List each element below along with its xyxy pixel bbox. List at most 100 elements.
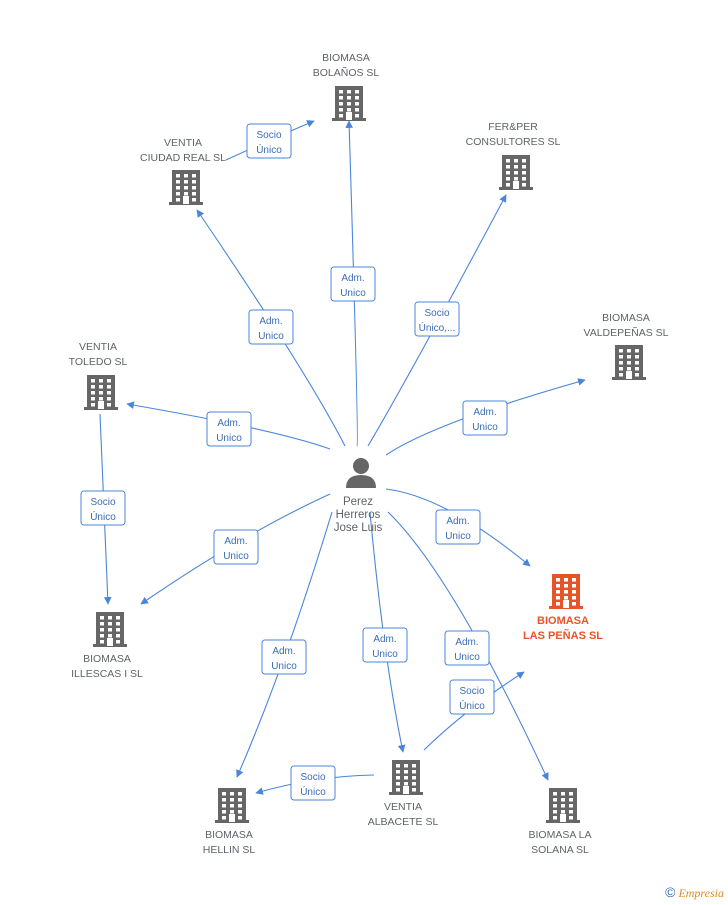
edge-label-box xyxy=(362,627,408,663)
edge-label-person-albacete[interactable]: Adm.Unico xyxy=(362,627,408,663)
person-icon[interactable] xyxy=(346,458,376,488)
edge-label-box xyxy=(330,266,376,302)
edge-person-ciudad xyxy=(196,209,346,447)
edge-labels-layer: Adm.UnicoAdm.UnicoSocioÚnico,...Adm.Unic… xyxy=(80,123,508,801)
edge-label-box xyxy=(80,490,126,526)
person-name[interactable]: Herreros xyxy=(336,509,381,521)
edge-person-bolanos xyxy=(345,120,358,447)
company-name-solana[interactable]: SOLANA SL xyxy=(531,844,589,856)
edge-label-text: Unico xyxy=(340,288,366,299)
edge-label-text: Único xyxy=(90,510,116,523)
edge-label-box xyxy=(248,309,294,345)
edge-person-toledo xyxy=(126,401,331,450)
building-icon-valdepenas[interactable] xyxy=(612,345,646,380)
company-name-ferper[interactable]: FER&PER xyxy=(488,121,538,133)
edge-label-text: Socio xyxy=(90,497,115,508)
edge-label-text: Único xyxy=(256,143,282,156)
edge-label-person-solana[interactable]: Adm. Unico xyxy=(444,630,490,666)
company-name-albacete[interactable]: VENTIA xyxy=(384,801,422,813)
edge-label-text: Socio xyxy=(424,308,449,319)
edge-label-person-ferper[interactable]: SocioÚnico,... xyxy=(414,301,460,337)
edge-label-box xyxy=(206,411,252,447)
edge-label-text: Unico xyxy=(454,652,480,663)
company-name-illescas[interactable]: ILLESCAS I SL xyxy=(71,668,143,680)
brand-logo: Empresia xyxy=(678,886,724,900)
edge-label-box xyxy=(414,301,460,337)
edge-label-text: Adm. xyxy=(272,646,295,657)
edge-label-person-ciudad[interactable]: Adm. Unico xyxy=(248,309,294,345)
company-name-bolanos[interactable]: BOLAÑOS SL xyxy=(313,66,380,79)
edge-label-text: Único,... xyxy=(419,321,456,334)
footer: © Empresia xyxy=(665,884,724,901)
company-name-valdepenas[interactable]: BIOMASA xyxy=(602,312,650,324)
edge-label-person-toledo[interactable]: Adm. Unico xyxy=(206,411,252,447)
company-name-hellin[interactable]: BIOMASA xyxy=(205,829,253,841)
edge-label-text: Adm. xyxy=(259,316,282,327)
edge-label-text: Unico xyxy=(258,331,284,342)
edge-label-text: Unico xyxy=(372,649,398,660)
edge-label-text: Único xyxy=(459,699,485,712)
edge-label-person-hellin[interactable]: Adm. Unico xyxy=(261,639,307,675)
edge-label-text: Unico xyxy=(223,551,249,562)
building-icon-ciudad[interactable] xyxy=(169,170,203,205)
building-icon-ferper[interactable] xyxy=(499,155,533,190)
building-icon-solana[interactable] xyxy=(546,788,580,823)
edge-label-box xyxy=(444,630,490,666)
edge-label-box xyxy=(462,400,508,436)
company-name-solana[interactable]: BIOMASA LA xyxy=(528,829,591,841)
company-name-toledo[interactable]: TOLEDO SL xyxy=(69,356,128,368)
edge-label-text: Unico xyxy=(445,531,471,542)
edge-person-solana xyxy=(387,511,549,781)
edge-label-text: Unico xyxy=(216,433,242,444)
building-icon-hellin[interactable] xyxy=(215,788,249,823)
edge-label-person-valdepenas[interactable]: Adm. Unico xyxy=(462,400,508,436)
edge-label-box xyxy=(449,679,495,715)
edges-layer xyxy=(99,120,586,795)
edge-label-box xyxy=(261,639,307,675)
edge-label-text: Adm. xyxy=(217,418,240,429)
edge-label-box xyxy=(246,123,292,159)
nodes-layer: BIOMASA BOLAÑOS SL VENTIA CIUDAD REAL SL FER… xyxy=(69,52,669,856)
edge-label-person-lasp[interactable]: Adm. Unico xyxy=(435,509,481,545)
edge-label-text: Socio xyxy=(300,772,325,783)
person-name[interactable]: Perez xyxy=(343,496,373,508)
edge-label-text: Adm. xyxy=(224,536,247,547)
company-name-ferper[interactable]: CONSULTORES SL xyxy=(466,136,561,148)
edge-label-text: Adm. xyxy=(341,273,364,284)
company-name-valdepenas[interactable]: VALDEPEÑAS SL xyxy=(583,326,668,339)
building-icon-lasp[interactable] xyxy=(549,574,583,609)
edge-label-text: Unico xyxy=(472,422,498,433)
company-name-hellin[interactable]: HELLIN SL xyxy=(203,844,256,856)
copyright-icon: © xyxy=(665,884,676,900)
company-name-lasp[interactable]: LAS PEÑAS SL xyxy=(523,629,603,642)
edge-label-text: Socio xyxy=(459,686,484,697)
edge-label-text: Adm. xyxy=(446,516,469,527)
edge-label-box xyxy=(435,509,481,545)
company-name-bolanos[interactable]: BIOMASA xyxy=(322,52,370,64)
edge-label-box xyxy=(213,529,259,565)
building-icon-bolanos[interactable] xyxy=(332,86,366,121)
edge-person-ferper xyxy=(367,194,507,447)
building-icon-albacete[interactable] xyxy=(389,760,423,795)
edge-person-valdepenas xyxy=(385,378,586,456)
edge-label-text: Adm. xyxy=(455,637,478,648)
edge-label-text: Unico xyxy=(271,661,297,672)
company-name-toledo[interactable]: VENTIA xyxy=(79,341,117,353)
company-name-lasp[interactable]: BIOMASA xyxy=(537,615,589,627)
building-icon-toledo[interactable] xyxy=(84,375,118,410)
building-icon-illescas[interactable] xyxy=(93,612,127,647)
company-name-ciudad[interactable]: CIUDAD REAL SL xyxy=(140,152,226,164)
person-name[interactable]: Jose Luis xyxy=(334,522,383,534)
edge-label-text: Único xyxy=(300,785,326,798)
company-name-ciudad[interactable]: VENTIA xyxy=(164,137,202,149)
company-name-albacete[interactable]: ALBACETE SL xyxy=(368,816,439,828)
edge-label-person-illescas[interactable]: Adm. Unico xyxy=(213,529,259,565)
edge-label-text: Adm. xyxy=(473,407,496,418)
edge-label-person-bolanos[interactable]: Adm. Unico xyxy=(330,266,376,302)
company-name-illescas[interactable]: BIOMASA xyxy=(83,653,131,665)
